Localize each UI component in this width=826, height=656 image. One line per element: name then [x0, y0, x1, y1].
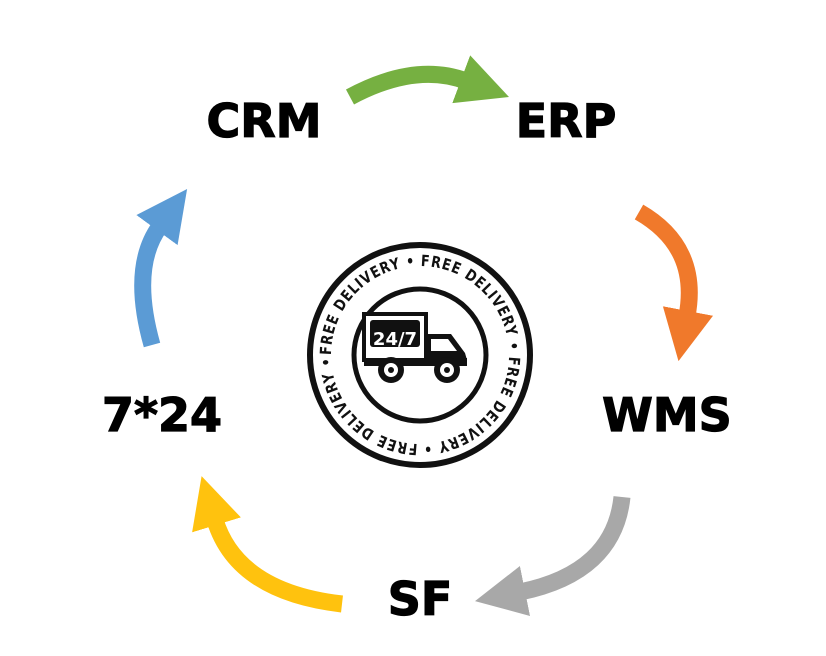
arrow-erp-to-wms — [634, 204, 714, 362]
truck-plate — [370, 320, 420, 347]
free-delivery-badge: FREE DELIVERY • FREE DELIVERY • FREE DEL… — [307, 242, 533, 468]
truck-cab-window — [431, 339, 457, 351]
arrow-sf-to-724 — [192, 476, 343, 613]
node-label-wms: WMS — [602, 387, 733, 442]
truck-plate-text: 24/7 — [373, 329, 417, 350]
node-label-erp: ERP — [515, 93, 617, 148]
node-label-sf: SF — [387, 571, 453, 626]
delivery-truck-icon: 24/7 — [362, 312, 467, 383]
truck-front-wheel-hub — [444, 367, 450, 373]
truck-chassis — [364, 358, 467, 366]
arrow-crm-to-erp — [345, 55, 510, 105]
node-label-crm: CRM — [206, 93, 322, 148]
arrow-724-to-crm — [134, 188, 188, 348]
arrow-wms-to-sf — [475, 495, 631, 616]
truck-rear-wheel-hub — [388, 367, 394, 373]
node-label-724: 7*24 — [101, 387, 223, 442]
